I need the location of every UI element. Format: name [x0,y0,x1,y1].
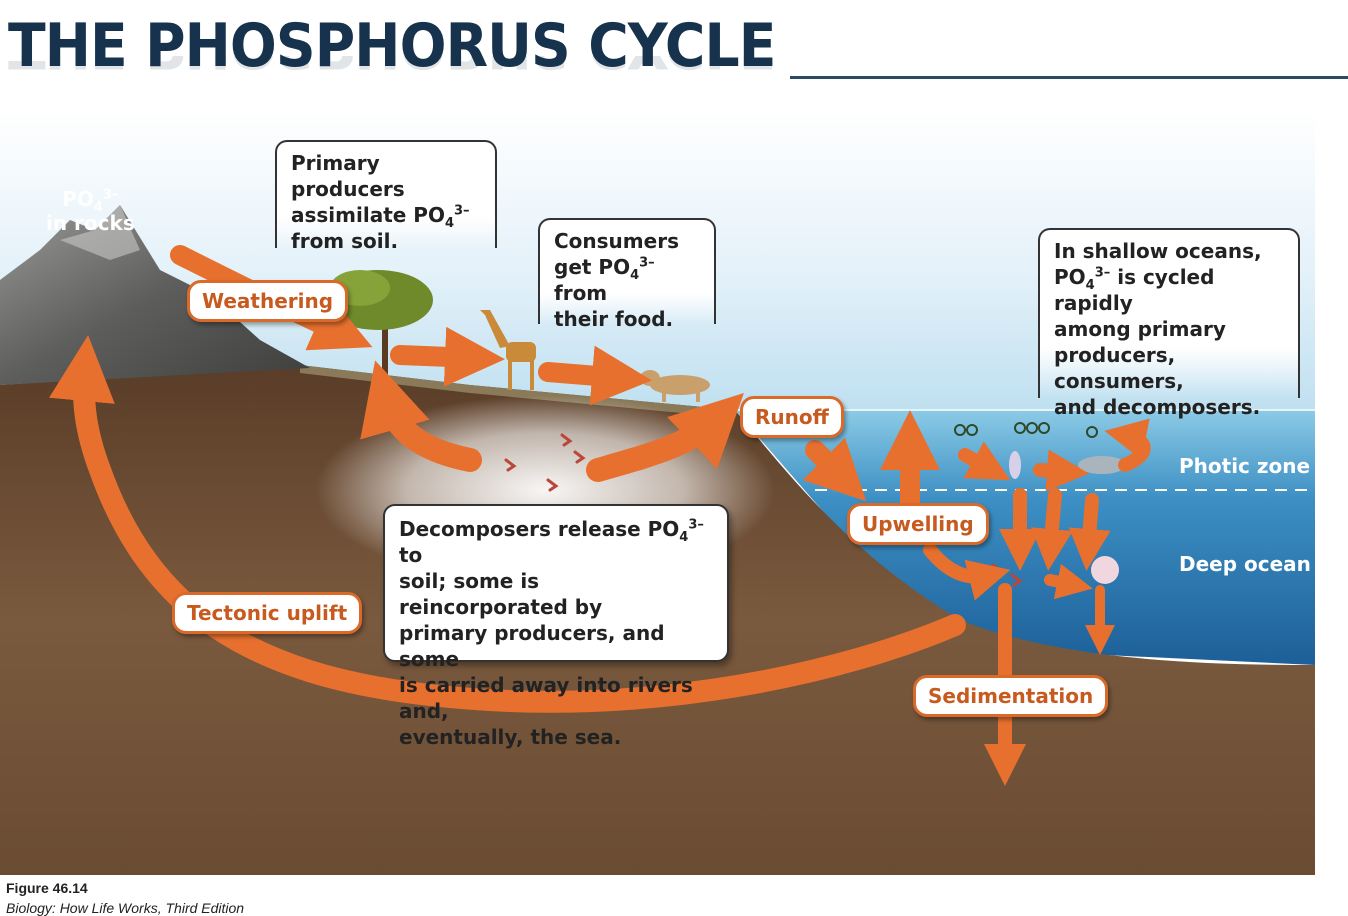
label-upwelling: Upwelling [847,503,989,545]
label-tectonic-uplift: Tectonic uplift [172,592,363,634]
label-runoff: Runoff [740,396,844,438]
page-title: THE PHOSPHORUS CYCLE [8,11,776,81]
figure-caption: Figure 46.14 [6,880,88,896]
zone-deep-ocean: Deep ocean [1179,552,1311,576]
callout-consumers: Consumers get PO43– from their food. [538,218,716,331]
title-reflection: THE PHOSPHORUS CYCLE [8,56,776,82]
rocks-label: PO43– in rocks [46,187,135,235]
callout-shallow-oceans: In shallow oceans, PO43– is cycled rapid… [1038,228,1300,419]
callout-primary-producers: Primary producers assimilate PO43– from … [275,140,497,253]
title-underline [790,76,1348,79]
zone-photic: Photic zone [1179,454,1311,478]
callout-decomposers: Decomposers release PO43– to soil; some … [383,504,729,749]
label-sedimentation: Sedimentation [913,675,1109,717]
figure-source: Biology: How Life Works, Third Edition [6,900,245,916]
label-weathering: Weathering [187,280,349,322]
